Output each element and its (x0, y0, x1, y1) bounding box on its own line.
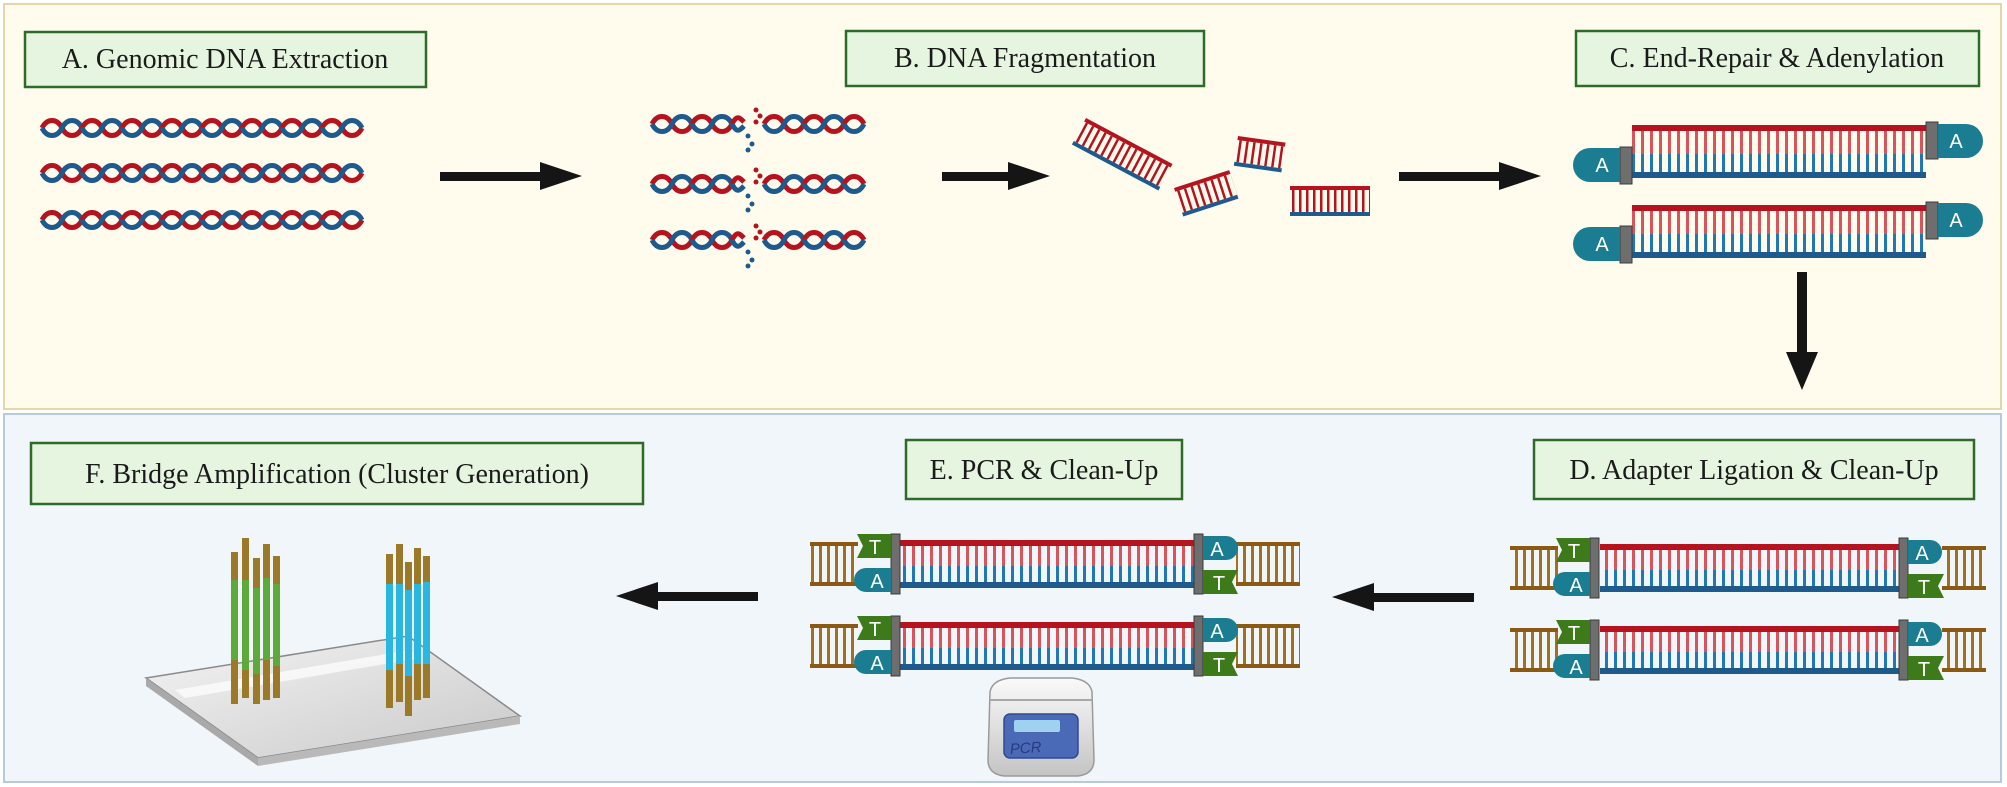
svg-text:A: A (1210, 621, 1224, 643)
ligated-fragment-d2: T A A T (1510, 619, 1986, 681)
svg-text:T: T (1568, 623, 1580, 645)
svg-text:T: T (1213, 573, 1225, 595)
dna-fragments (1071, 118, 1370, 217)
adenylated-fragment-2: A A (1573, 201, 1983, 264)
label-step-d: D. Adapter Ligation & Clean-Up (1532, 438, 1976, 501)
cluster-cyan (386, 544, 430, 716)
svg-text:T: T (1568, 541, 1580, 563)
pcr-fragment-e1: T A A T (810, 533, 1300, 595)
svg-text:A: A (870, 571, 884, 593)
svg-text:T: T (1918, 577, 1930, 599)
arrow-a-to-b (440, 162, 582, 190)
label-step-b-text: B. DNA Fragmentation (894, 43, 1156, 74)
svg-text:A: A (870, 653, 884, 675)
arrow-d-to-e (1332, 583, 1474, 611)
cluster-green (231, 538, 280, 704)
label-step-e-text: E. PCR & Clean-Up (930, 455, 1159, 486)
svg-text:T: T (869, 537, 881, 559)
label-step-a-text: A. Genomic DNA Extraction (62, 44, 389, 75)
label-step-f-text: F. Bridge Amplification (Cluster Generat… (85, 459, 589, 490)
arrow-e-to-f (616, 582, 758, 610)
svg-text:T: T (1213, 655, 1225, 677)
pcr-thermocycler-icon: PCR (987, 677, 1095, 777)
adenylated-fragment-1: A A (1573, 121, 1983, 185)
ligated-fragment-d1: T A A T (1510, 537, 1986, 599)
svg-text:A: A (1595, 234, 1609, 256)
label-step-d-text: D. Adapter Ligation & Clean-Up (1569, 455, 1938, 486)
pcr-device-label: PCR (1009, 739, 1042, 758)
svg-text:A: A (1915, 625, 1929, 647)
svg-text:A: A (1915, 543, 1929, 565)
svg-text:A: A (1210, 539, 1224, 561)
label-step-a: A. Genomic DNA Extraction (23, 30, 428, 89)
svg-text:A: A (1949, 131, 1963, 153)
svg-text:T: T (1918, 659, 1930, 681)
svg-text:A: A (1569, 657, 1583, 679)
svg-text:A: A (1595, 155, 1609, 177)
sheared-dna-helices (652, 107, 867, 269)
label-step-c: C. End-Repair & Adenylation (1574, 29, 1981, 88)
svg-text:A: A (1949, 210, 1963, 232)
arrow-b-to-c (1399, 162, 1541, 190)
label-step-f: F. Bridge Amplification (Cluster Generat… (29, 441, 645, 506)
arrow-c-to-d (1786, 272, 1818, 390)
arrow-b-to-fragments (942, 162, 1050, 190)
svg-text:A: A (1569, 575, 1583, 597)
label-step-b: B. DNA Fragmentation (844, 29, 1206, 88)
pcr-fragment-e2: T A A T (810, 615, 1300, 677)
label-step-e: E. PCR & Clean-Up (904, 438, 1184, 501)
svg-text:T: T (869, 619, 881, 641)
label-step-c-text: C. End-Repair & Adenylation (1610, 43, 1944, 74)
